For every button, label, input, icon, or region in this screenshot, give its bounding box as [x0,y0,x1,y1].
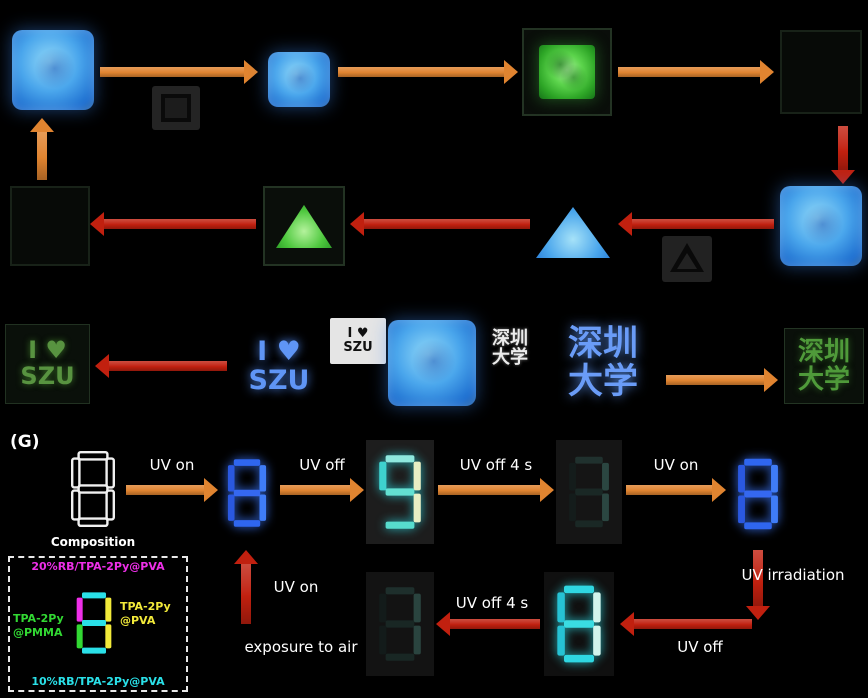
photomask-triangle-icon [662,236,712,282]
orange-arrow-right-2 [338,60,518,84]
composition-label: Composition [50,535,136,549]
orange-arrow-uv-off-1 [280,478,364,502]
legend-green-line-1: TPA-2Py [13,612,64,625]
uv-on-label-1: UV on [149,456,195,474]
red-arrow-left-1 [618,212,774,236]
uv-irradiation-label: UV irradiation [741,566,845,584]
green-triangle-frame [263,186,345,266]
legend-yellow-line-2: @PVA [120,614,156,628]
szu-logo-blue: I ♥ SZU [232,330,326,402]
digit-multicolor-9 [366,440,434,544]
quenched-film-square-1 [780,30,862,114]
digit-faint-7-b [366,572,434,676]
legend-label-yellow: TPA-2Py @PVA [120,600,171,629]
szu-stamp-line-1: I ♥ [347,325,369,341]
orange-arrow-uv-on-1 [126,478,218,502]
digit-cyan-8 [544,572,614,676]
hanzi-green-line-1: 深圳 [797,336,850,367]
uv-off-label-2: UV off [677,638,723,656]
red-arrow-left-3 [90,212,256,236]
szu-stamp-line-2: SZU [343,340,373,355]
szu-blue-line-1: I ♥ [257,335,301,367]
blue-film-square-3 [388,320,476,406]
red-arrow-left-2 [350,212,530,236]
blue-film-square-small [268,52,330,107]
red-arrow-up-uv-on [234,550,258,624]
blue-film-square-1 [12,30,94,110]
hanzi-stamp-white: 深圳 大学 [478,320,542,376]
blue-triangle-film [536,207,610,258]
szu-green-line-2: SZU [20,362,75,390]
composition-digit [64,444,122,534]
hanzi-blue-line-1: 深圳 [567,324,638,365]
hanzi-stamp-line-2: 大学 [492,347,528,368]
szu-logo-green: I ♥ SZU [5,324,90,404]
hanzi-blue-line-2: 大学 [567,362,638,402]
legend-yellow-line-1: TPA-2Py [120,600,171,613]
hanzi-logo-green: 深圳 大学 [784,328,864,404]
szu-green-line-1: I ♥ [28,336,67,365]
hanzi-logo-blue: 深圳 大学 [544,322,662,406]
green-film-square-frame [522,28,612,116]
legend-box: 20%RB/TPA-2Py@PVA TPA-2Py @PVA TPA-2Py @… [8,556,188,692]
legend-label-magenta: 20%RB/TPA-2Py@PVA [31,560,165,573]
uv-off-4s-label-2: UV off 4 s [455,594,529,612]
panel-g-label: (G) [10,432,40,452]
orange-arrow-up-left [30,118,54,180]
red-arrow-down-uv [746,550,770,620]
legend-digit [72,580,116,666]
szu-blue-line-2: SZU [248,365,310,396]
orange-arrow-uv-off-4s [438,478,554,502]
red-arrow-left-uv-off [620,612,752,636]
digit-blue-8-a [220,442,274,544]
hanzi-green-line-2: 大学 [797,365,850,395]
red-arrow-down-right [831,126,855,184]
uv-on-label-2: UV on [653,456,699,474]
uv-off-label-1: UV off [299,456,345,474]
legend-label-cyan: 10%RB/TPA-2Py@PVA [31,675,165,688]
uv-on-label-3: UV on [273,578,319,596]
hanzi-stamp-line-1: 深圳 [492,327,528,349]
orange-arrow-uv-on-2 [626,478,726,502]
legend-label-green: TPA-2Py @PMMA [13,612,64,641]
uv-off-4s-label-1: UV off 4 s [459,456,533,474]
red-arrow-left-uv-off-4s [436,612,540,636]
orange-arrow-right-hanzi [666,368,778,392]
orange-arrow-right-3 [618,60,774,84]
orange-arrow-right-1 [100,60,258,84]
red-arrow-left-szu [95,354,227,378]
digit-blue-8-b [730,442,786,546]
szu-stamp-white: I ♥ SZU [330,318,386,364]
blue-film-square-2 [780,186,862,266]
green-film-square [539,45,595,99]
exposure-to-air-label: exposure to air [244,638,358,656]
digit-faint-7-a [556,440,622,544]
green-triangle-film [276,204,332,248]
photomask-square-icon [152,86,200,130]
quenched-film-square-2 [10,186,90,266]
legend-green-line-2: @PMMA [13,626,63,640]
